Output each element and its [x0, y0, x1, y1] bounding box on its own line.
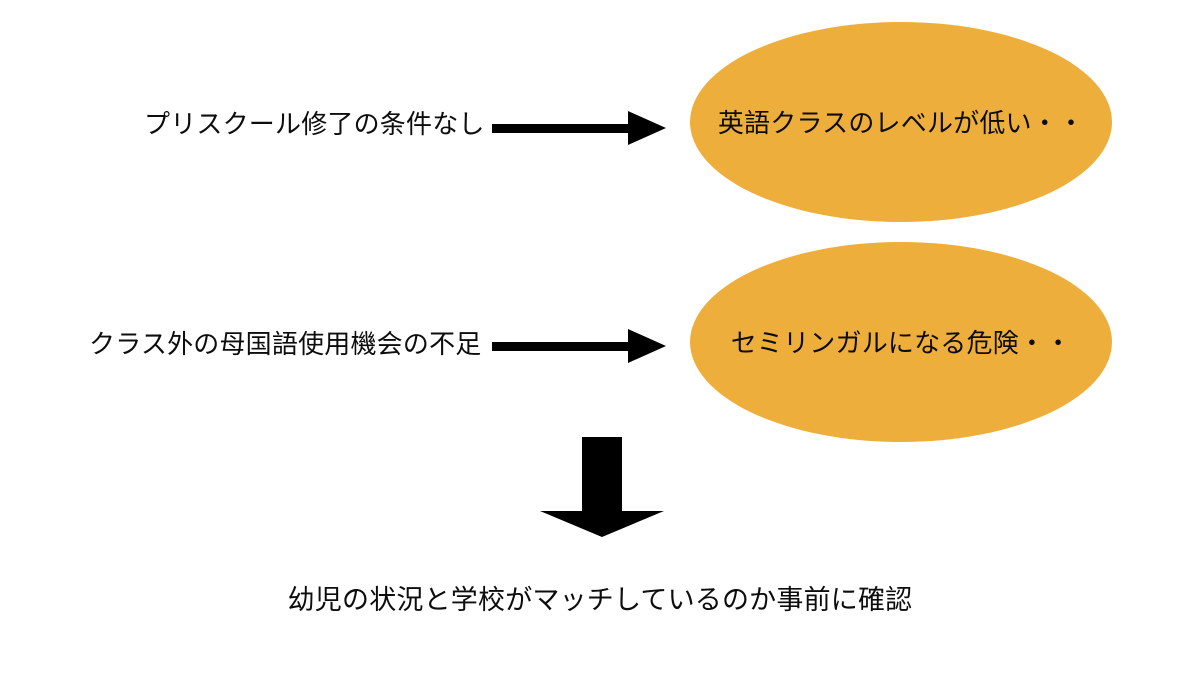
right-arrow-icon-1 — [492, 111, 666, 145]
down-arrow-icon — [540, 437, 664, 537]
cause-label-1: プリスクール修了の条件なし — [144, 109, 485, 139]
effect-ellipse-2: セミリンガルになる危険・・ — [690, 242, 1112, 442]
arrow-head — [628, 111, 666, 145]
arrow-head — [540, 511, 664, 537]
effect-label-1: 英語クラスのレベルが低い・・ — [717, 107, 1085, 138]
conclusion-label: 幼児の状況と学校がマッチしているのか事前に確認 — [287, 585, 913, 615]
effect-ellipse-1: 英語クラスのレベルが低い・・ — [690, 22, 1112, 222]
arrow-shaft — [492, 124, 632, 133]
right-arrow-icon-2 — [492, 329, 666, 363]
arrow-head — [628, 329, 666, 363]
arrow-shaft — [582, 437, 622, 515]
cause-label-2: クラス外の母国語使用機会の不足 — [89, 329, 482, 359]
effect-label-2: セミリンガルになる危険・・ — [730, 327, 1072, 358]
arrow-shaft — [492, 342, 632, 351]
